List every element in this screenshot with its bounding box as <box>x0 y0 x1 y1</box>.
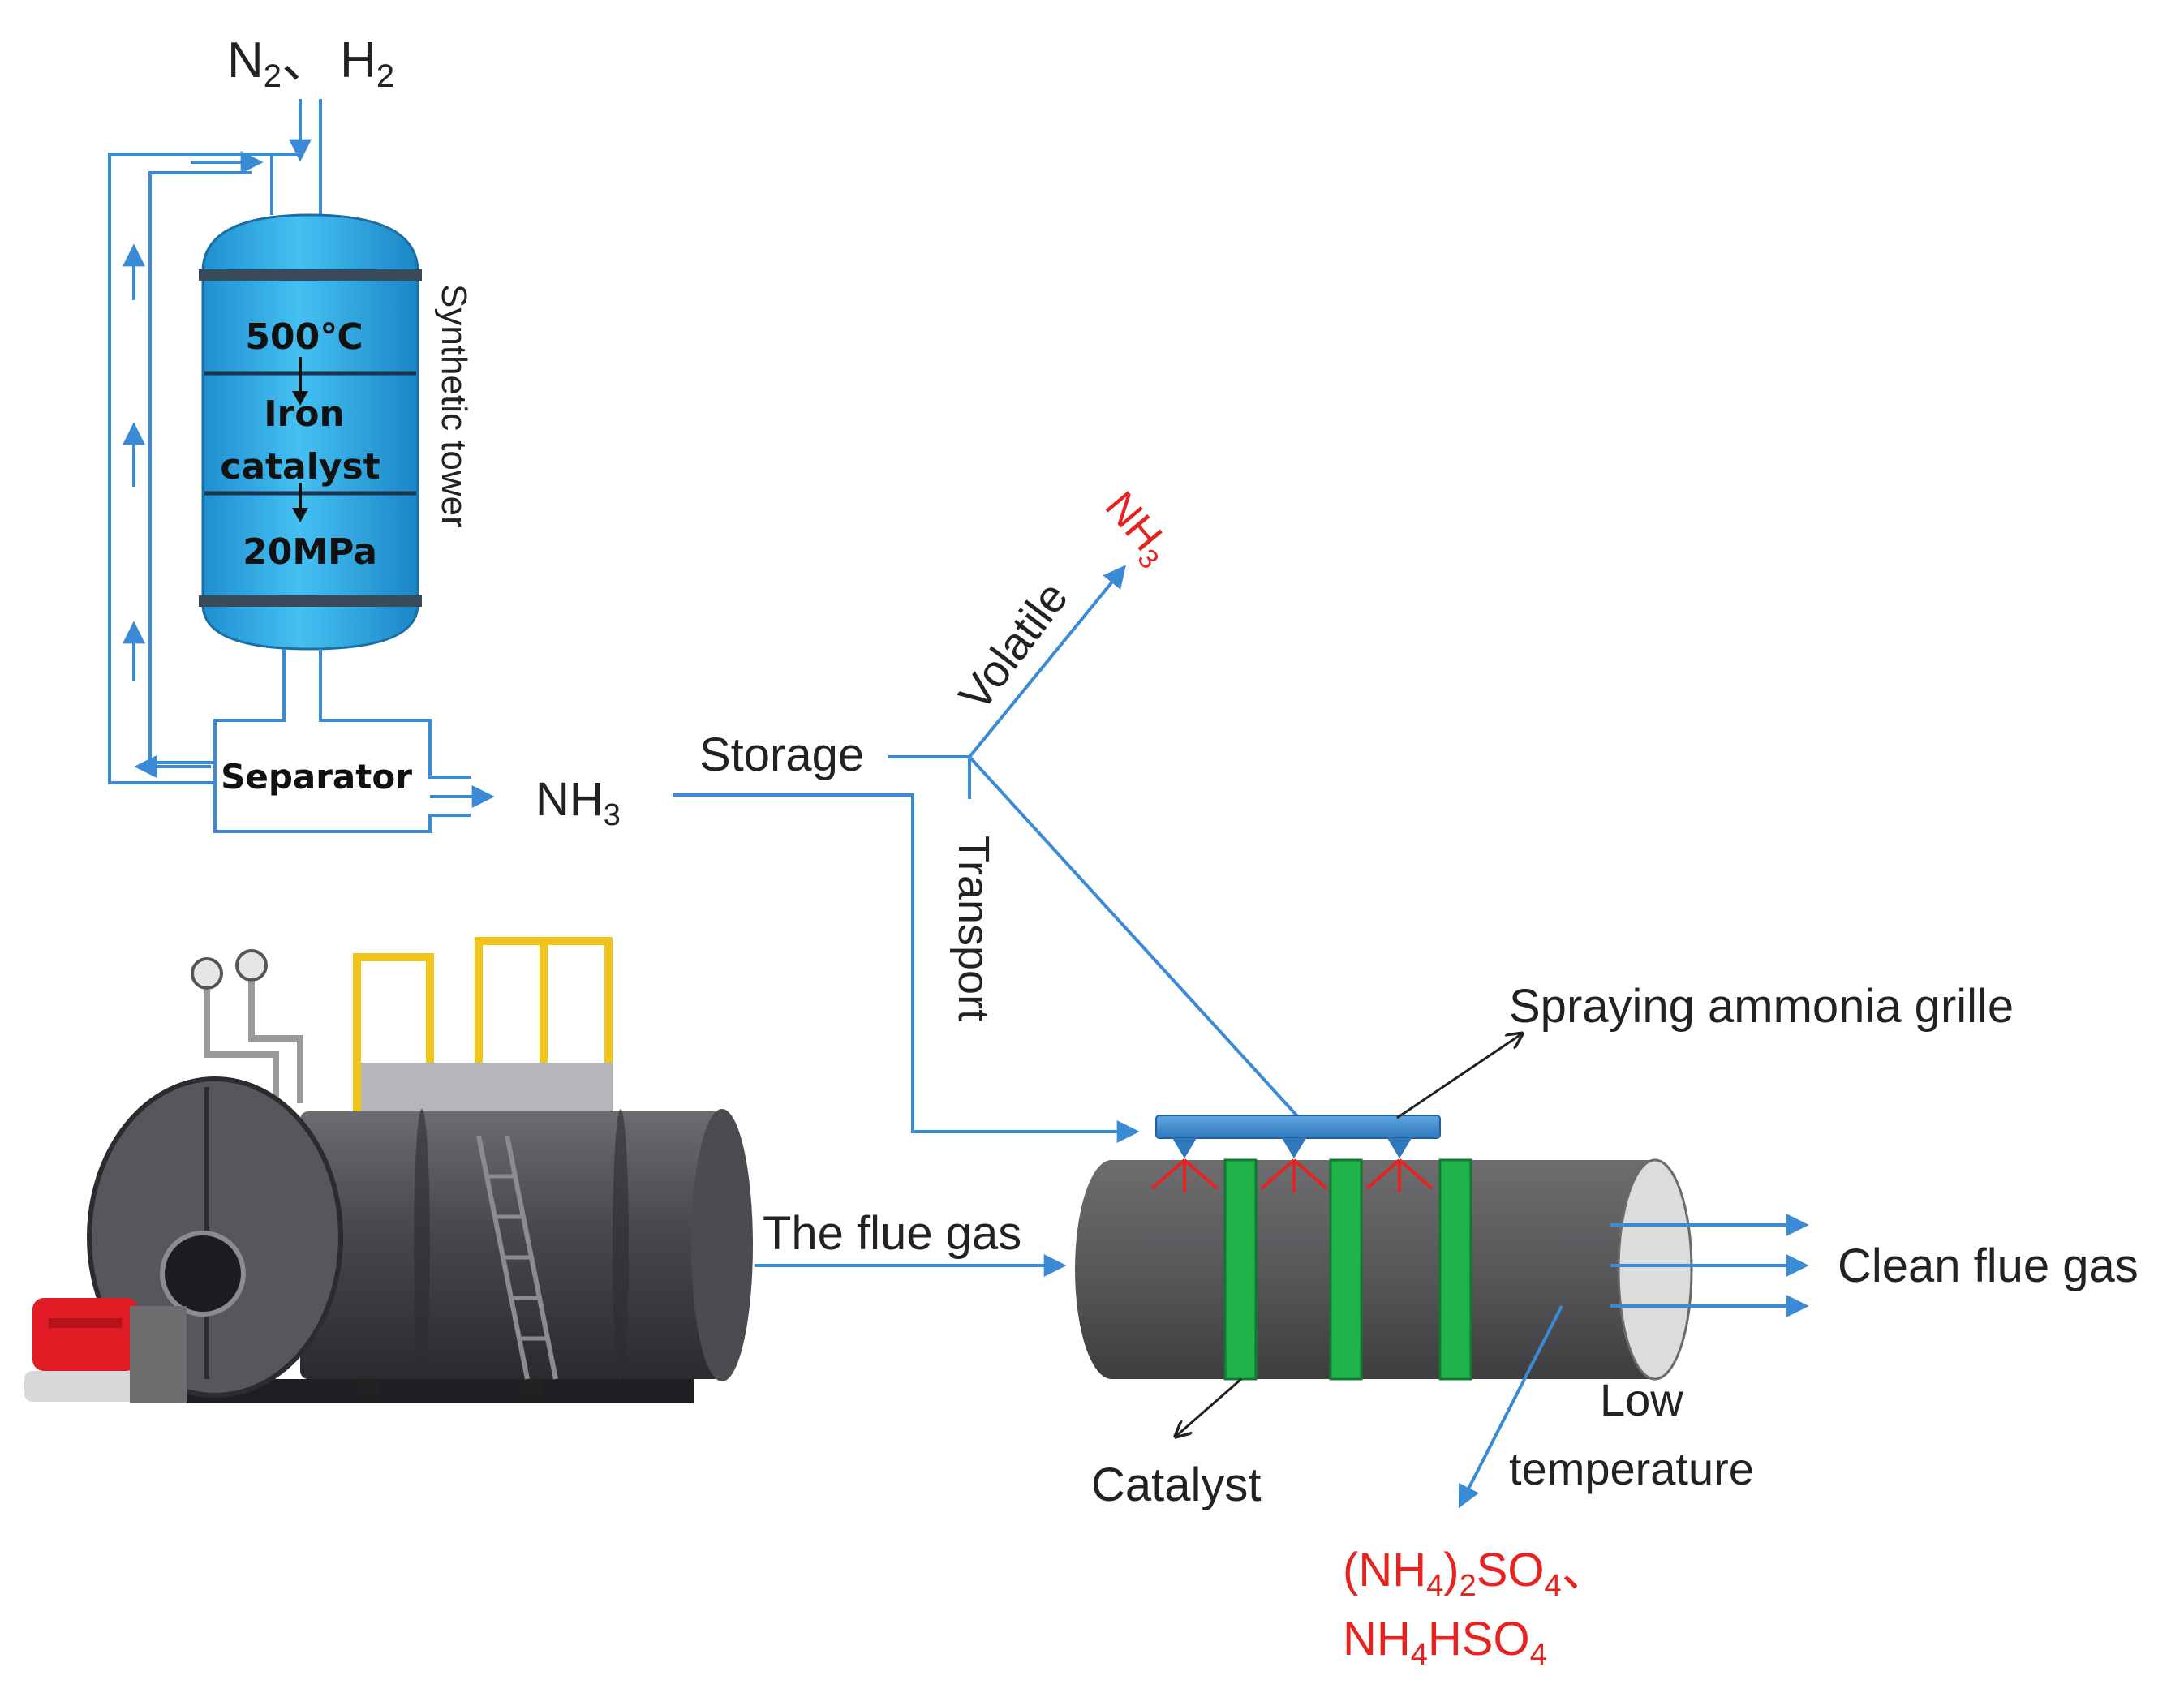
catalyst-label: Catalyst <box>1091 1459 1262 1511</box>
tower-catalyst-line1: Iron <box>264 393 345 435</box>
catalyst-layer <box>1438 1158 1472 1381</box>
catalyst-layer <box>1223 1158 1258 1381</box>
storage-label: Storage <box>699 728 864 781</box>
catalyst-layer <box>1329 1158 1363 1381</box>
synthetic-tower: 500℃ Iron catalyst 20MPa <box>199 213 422 651</box>
tower-catalyst-line2: catalyst <box>220 446 380 488</box>
volatile-ammonia-label: NH3 <box>1092 483 1180 574</box>
spraying-grille-label: Spraying ammonia grille <box>1509 980 2014 1033</box>
pressure-gauge-icon <box>191 957 223 990</box>
tower-temperature: 500℃ <box>245 316 363 358</box>
low-temperature-line2: temperature <box>1509 1443 1754 1494</box>
separator: Separator <box>213 649 495 833</box>
ammonium-sulfate-label: (NH4)2SO4、 <box>1343 1544 1609 1603</box>
tower-pressure: 20MPa <box>243 531 377 573</box>
synthetic-tower-label: Synthetic tower <box>434 284 474 528</box>
scr-reactor <box>1075 1115 1693 1381</box>
separator-label: Separator <box>221 757 412 797</box>
flue-gas-label: The flue gas <box>763 1207 1021 1260</box>
ammonia-product-label: NH3 <box>535 773 621 832</box>
transport-label: Transport <box>949 836 998 1021</box>
pressure-gauge-icon <box>235 949 268 982</box>
recycle-loop-lines <box>108 99 322 784</box>
distribution-lines <box>673 565 1309 1143</box>
low-temperature-line1: Low <box>1600 1374 1683 1425</box>
byproduct-arrow <box>1458 1305 1563 1509</box>
clean-flue-gas-label: Clean flue gas <box>1838 1240 2139 1292</box>
clean-flue-gas-arrows <box>1610 1214 1809 1317</box>
input-gases-label: N2、H2 <box>227 32 394 94</box>
red-burner-icon <box>24 1298 187 1403</box>
industrial-boiler-icon <box>24 937 753 1403</box>
ammonium-bisulfate-label: NH4HSO4 <box>1343 1613 1547 1672</box>
spraying-ammonia-grille <box>1155 1115 1441 1139</box>
